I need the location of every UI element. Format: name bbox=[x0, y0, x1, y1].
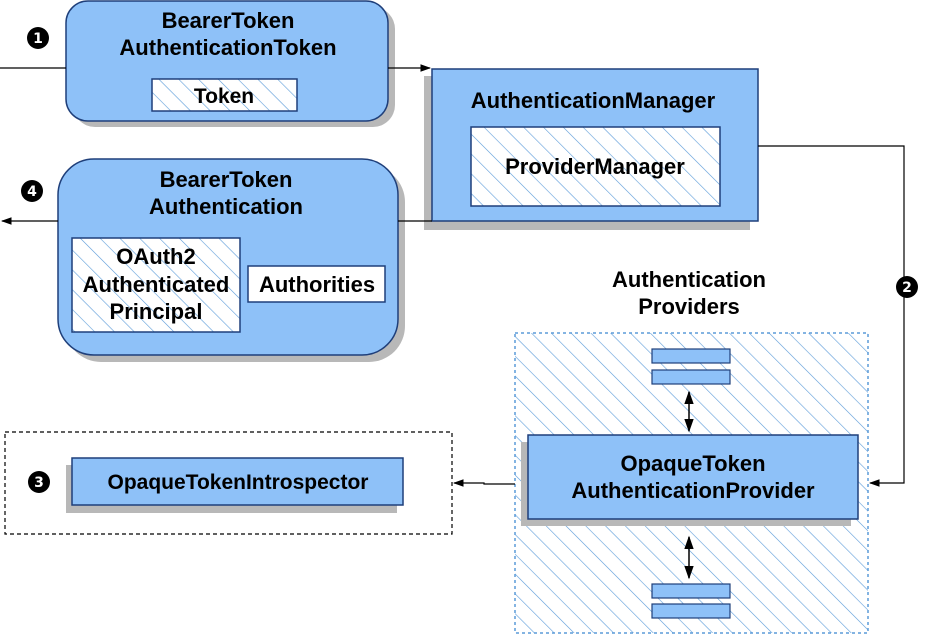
principal-label-line1: OAuth2 bbox=[116, 244, 195, 269]
token-box bbox=[151, 78, 298, 112]
authorities-label: Authorities bbox=[259, 272, 375, 297]
step-3-number: 3 bbox=[34, 475, 44, 491]
principal-label-line3: Principal bbox=[110, 299, 203, 324]
provider-manager-label: ProviderManager bbox=[505, 154, 685, 179]
opaque-token-introspector-label: OpaqueTokenIntrospector bbox=[108, 471, 369, 494]
bearer-token-auth-token-title-line2: AuthenticationToken bbox=[119, 35, 336, 60]
opaque-token-introspector-box bbox=[66, 457, 404, 513]
opaque-token-provider-title-line2: AuthenticationProvider bbox=[571, 478, 815, 503]
step-3-marker: 3 bbox=[28, 471, 50, 493]
authentication-providers-label-line2: Providers bbox=[638, 294, 740, 319]
authentication-manager-title: AuthenticationManager bbox=[471, 88, 716, 113]
provider-stack-bottom bbox=[651, 583, 731, 619]
authorities-box bbox=[247, 265, 386, 303]
step-2-number: 2 bbox=[902, 280, 912, 296]
step-4-marker: 4 bbox=[21, 180, 43, 202]
opaque-token-provider-title-line1: OpaqueToken bbox=[620, 451, 765, 476]
step-1-marker: 1 bbox=[27, 27, 49, 49]
step-2-marker: 2 bbox=[896, 276, 918, 298]
principal-label-line2: Authenticated bbox=[83, 272, 230, 297]
provider-manager-box bbox=[470, 126, 721, 207]
oauth2-authenticated-principal-box bbox=[71, 237, 241, 333]
opaque-token-authentication-provider-box bbox=[521, 434, 859, 526]
step-4-number: 4 bbox=[27, 184, 37, 200]
step-1-number: 1 bbox=[33, 31, 43, 47]
arrow-provider-to-introspector bbox=[452, 479, 515, 487]
provider-stack-top bbox=[651, 348, 731, 385]
bearer-token-authentication-title-line2: Authentication bbox=[149, 194, 303, 219]
arrow-manager-to-provider bbox=[758, 145, 905, 487]
bearer-token-authentication-title-line1: BearerToken bbox=[160, 167, 293, 192]
bearer-token-auth-token-title-line1: BearerToken bbox=[162, 8, 295, 33]
token-label: Token bbox=[194, 85, 254, 108]
authentication-providers-label-line1: Authentication bbox=[612, 267, 766, 292]
